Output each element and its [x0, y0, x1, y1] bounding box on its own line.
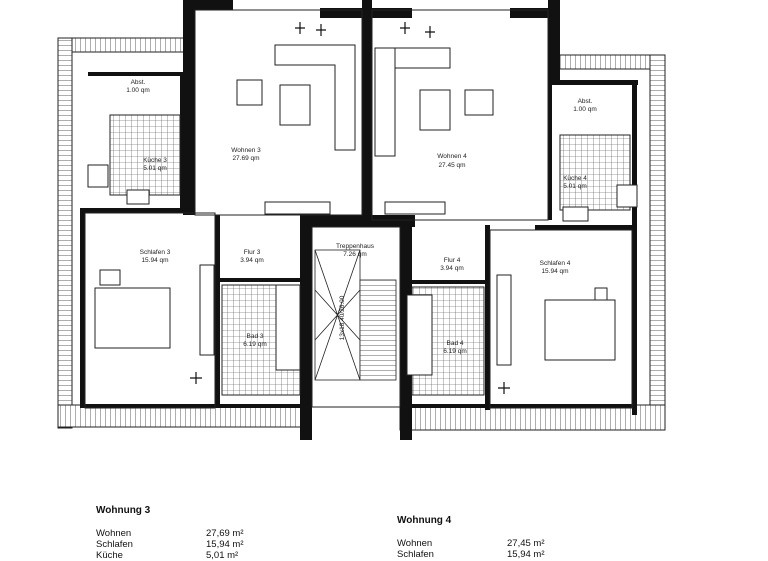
- room-name-abst-3: Abst.: [131, 79, 146, 86]
- area-row-value: 15,94 m²: [206, 539, 244, 550]
- area-row: Wohnen 27,45 m²: [397, 538, 577, 549]
- area-row-name: Wohnen: [397, 538, 433, 549]
- room-area-flur-3: 3.94 qm: [240, 257, 264, 264]
- room-area-kueche-3: 5.01 qm: [143, 165, 167, 172]
- room-area-bad-3: 6.19 qm: [243, 341, 267, 348]
- room-area-treppenhaus: 7.26 qm: [343, 251, 367, 258]
- area-row-value: 27,45 m²: [507, 538, 545, 549]
- room-area-bad-4: 6.19 qm: [443, 348, 467, 355]
- room-area-abst-4: 1.00 qm: [573, 106, 597, 113]
- room-name-bad-4: Bad 4: [447, 340, 464, 347]
- area-row-name: Schlafen: [96, 539, 133, 550]
- room-area-flur-4: 3.94 qm: [440, 265, 464, 272]
- roof-terrace: [57, 37, 666, 431]
- room-name-abst-4: Abst.: [578, 98, 593, 105]
- area-row-name: Schlafen: [397, 549, 434, 560]
- room-area-abst-3: 1.00 qm: [126, 87, 150, 94]
- room-area-schlafen-3: 15.94 qm: [141, 257, 168, 264]
- plant-icons: [190, 22, 510, 394]
- area-row: Schlafen 15,94 m²: [397, 549, 577, 560]
- room-name-bad-3: Bad 3: [247, 333, 264, 340]
- walls: [80, 0, 638, 440]
- room-area-wohnen-4: 27.45 qm: [438, 162, 465, 169]
- staircase: [314, 249, 397, 381]
- room-name-schlafen-3: Schlafen 3: [140, 249, 171, 256]
- room-labels: Abst. 1.00 qm Küche 3 5.01 qm Wohnen 3 2…: [126, 79, 597, 355]
- area-row: Schlafen 15,94 m²: [96, 539, 276, 550]
- room-area-kueche-4: 5.01 qm: [563, 183, 587, 190]
- area-row-name: Küche: [96, 550, 123, 561]
- area-row: Wohnen 27,69 m²: [96, 528, 276, 539]
- area-row-value: 27,69 m²: [206, 528, 244, 539]
- room-name-kueche-3: Küche 3: [143, 157, 167, 164]
- room-name-wohnen-4: Wohnen 4: [437, 153, 467, 160]
- area-table-title: Wohnung 3: [96, 505, 151, 516]
- area-table-title: Wohnung 4: [397, 515, 452, 526]
- room-area-schlafen-4: 15.94 qm: [541, 268, 568, 275]
- room-outlines: [84, 9, 633, 409]
- room-name-wohnen-3: Wohnen 3: [231, 147, 261, 154]
- room-name-flur-3: Flur 3: [244, 249, 261, 256]
- stair-dimension-label: 13x18.40/26.00: [339, 295, 346, 340]
- tiled-areas: [109, 114, 631, 396]
- area-row-value: 15,94 m²: [507, 549, 545, 560]
- floor-plan: Abst. 1.00 qm Küche 3 5.01 qm Wohnen 3 2…: [57, 0, 666, 440]
- room-name-flur-4: Flur 4: [444, 257, 461, 264]
- area-table-wohnung-3: Wohnung 3 Wohnen 27,69 m² Schlafen 15,94…: [96, 505, 276, 561]
- furniture: [87, 44, 638, 376]
- area-row-value: 5,01 m²: [206, 550, 239, 561]
- room-name-treppenhaus: Treppenhaus: [336, 243, 375, 250]
- area-row-name: Wohnen: [96, 528, 132, 539]
- room-area-wohnen-3: 27.69 qm: [232, 155, 259, 162]
- room-name-kueche-4: Küche 4: [563, 175, 587, 182]
- room-name-schlafen-4: Schlafen 4: [540, 260, 571, 267]
- area-table-wohnung-4: Wohnung 4 Wohnen 27,45 m² Schlafen 15,94…: [397, 515, 577, 560]
- area-row: Küche 5,01 m²: [96, 550, 276, 561]
